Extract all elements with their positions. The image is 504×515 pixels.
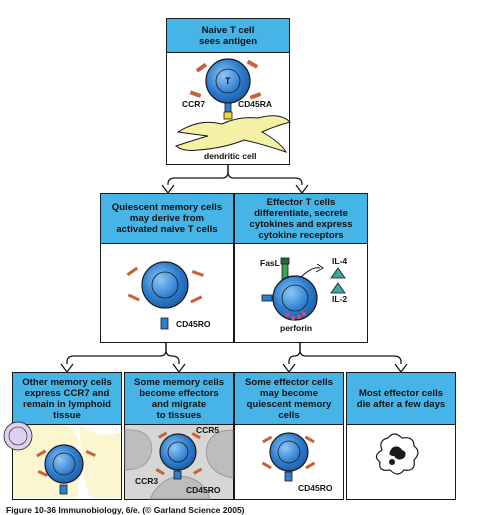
- panel-quiescent-memory-header: Quiescent memory cells may derive from a…: [101, 194, 233, 244]
- perforin-label: perforin: [280, 323, 313, 333]
- quiescent-memory-cell: [126, 261, 204, 330]
- panel-effector-death-header: Most effector cells die after a few days: [347, 373, 455, 425]
- panel-other-memory-header: Other memory cells express CCR7 and rema…: [13, 373, 121, 425]
- cd45ra-label: CD45RA: [238, 99, 273, 109]
- ccr7-label: CCR7: [182, 99, 206, 109]
- panel-memory-effectors-header: Some memory cells become effectors and m…: [125, 373, 233, 425]
- panel-effector-to-memory-header: Some effector cells may become quiescent…: [235, 373, 343, 425]
- branch-arrows-right: [282, 343, 408, 374]
- effector-t-cell: [261, 257, 346, 321]
- t-cell-label: T: [225, 76, 231, 86]
- ccr3-label: CCR3: [135, 476, 159, 486]
- apoptotic-cell: [375, 433, 419, 475]
- peripheral-tissue: [124, 425, 234, 500]
- panel-other-memory-title: Other memory cells express CCR7 and rema…: [22, 376, 112, 421]
- naive-t-cell: [189, 58, 262, 120]
- dendritic-cell-label: dendritic cell: [204, 151, 257, 161]
- ccr5-label: CCR5: [196, 425, 220, 435]
- panel-effector-t-cells-header: Effector T cells differentiate, secrete …: [235, 194, 367, 244]
- panel-naive-t-cell-title: Naive T cell sees antigen: [198, 24, 258, 47]
- effector-to-memory-cell: [261, 432, 316, 482]
- panel-memory-effectors-title: Some memory cells become effectors and m…: [133, 376, 225, 421]
- branch-arrows-top: [161, 165, 309, 195]
- lymphoid-tissue: [3, 421, 121, 498]
- panel-effector-to-memory-title: Some effector cells may become quiescent…: [245, 376, 333, 421]
- figure-caption: Figure 10-36 Immunobiology, 6/e. (© Garl…: [6, 505, 245, 515]
- panel-effector-death-title: Most effector cells die after a few days: [356, 387, 446, 410]
- il2-label: IL-2: [332, 294, 348, 304]
- panel-naive-t-cell-header: Naive T cell sees antigen: [167, 19, 289, 53]
- dendritic-cell: [174, 115, 291, 153]
- panel-effector-death: Most effector cells die after a few days: [346, 372, 456, 500]
- cd45ro-label-quiescent: CD45RO: [176, 319, 211, 329]
- panel-quiescent-memory-title: Quiescent memory cells may derive from a…: [111, 202, 223, 235]
- panel-effector-t-cells-title: Effector T cells differentiate, secrete …: [249, 196, 353, 241]
- fasl-label: FasL: [260, 258, 280, 268]
- il4-label: IL-4: [332, 256, 348, 266]
- cd45ro-label-migrating: CD45RO: [186, 485, 221, 495]
- panel-effector-t-cells: Effector T cells differentiate, secrete …: [234, 193, 368, 343]
- cd45ro-label-effector-memory: CD45RO: [298, 483, 333, 493]
- branch-arrows-left: [60, 343, 186, 374]
